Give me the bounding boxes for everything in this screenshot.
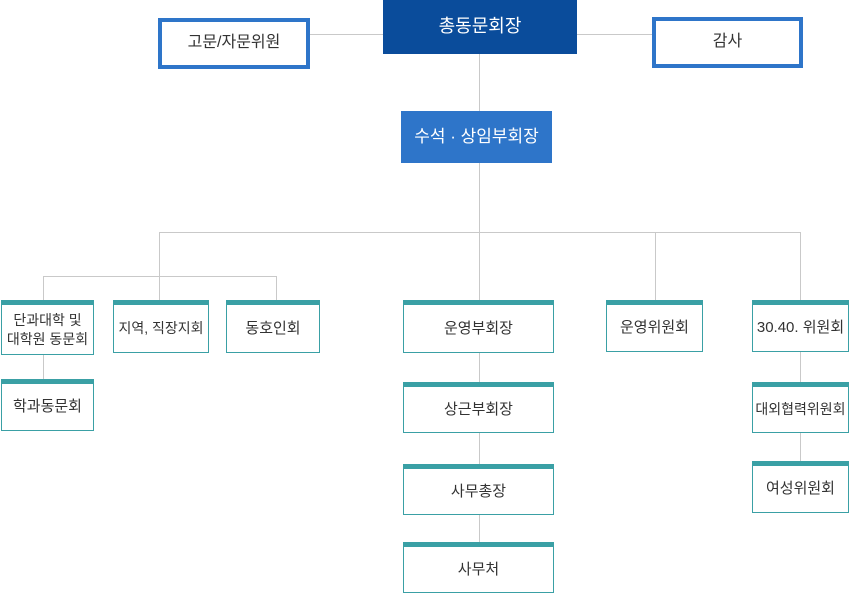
connector-chairman-auditor: [577, 34, 652, 35]
org-node-advisors-label: 고문/자문위원: [187, 34, 281, 52]
org-node-standing-vice-chairman: 상근부회장: [403, 382, 554, 433]
org-node-standing-vice-chairman-label: 상근부회장: [443, 400, 513, 418]
org-node-operating-committee-label: 운영위원회: [619, 319, 689, 337]
org-node-secretariat: 사무처: [403, 542, 554, 593]
org-node-women-committee: 여성위원회: [752, 461, 849, 513]
org-node-clubs-label: 동호인회: [245, 319, 301, 337]
connector-mainline-leftbranch: [159, 232, 160, 300]
org-node-chairman-label: 총동문회장: [438, 16, 522, 37]
connector-opvice-standing: [479, 353, 480, 382]
org-node-dept-alumni-label: 학과동문회: [12, 398, 82, 416]
connector-3040-external: [800, 352, 801, 382]
org-node-auditor: 감사: [652, 17, 803, 68]
connector-main-horizontal: [159, 232, 801, 233]
connector-mainline-3040: [800, 232, 801, 300]
org-node-external-cooperation-committee: 대외협력위원회: [752, 382, 849, 433]
connector-college-dept: [43, 355, 44, 379]
connector-subline-college: [43, 276, 44, 300]
connector-external-women: [800, 433, 801, 461]
org-node-women-committee-label: 여성위원회: [765, 480, 835, 498]
connector-mainline-opcommittee: [655, 232, 656, 300]
org-node-external-cooperation-committee-label: 대외협력위원회: [755, 401, 846, 418]
connector-mainline-opvice: [479, 232, 480, 300]
connector-standing-secgeneral: [479, 433, 480, 464]
org-node-secretariat-label: 사무처: [457, 560, 500, 578]
org-node-clubs: 동호인회: [226, 300, 320, 353]
org-node-3040-committee-label: 30.40. 위원회: [756, 319, 845, 337]
connector-seniorvice-mainline: [479, 163, 480, 232]
org-node-regional-branch: 지역, 직장지회: [113, 300, 209, 353]
org-node-regional-branch-label: 지역, 직장지회: [118, 320, 204, 337]
org-node-secretary-general: 사무총장: [403, 464, 554, 515]
org-node-senior-vice-chairman-label: 수석 · 상임부회장: [414, 126, 539, 146]
org-node-operating-vice-chairman: 운영부회장: [403, 300, 554, 353]
org-node-secretary-general-label: 사무총장: [450, 482, 507, 500]
org-node-senior-vice-chairman: 수석 · 상임부회장: [401, 111, 552, 163]
org-node-operating-committee: 운영위원회: [606, 300, 703, 352]
connector-subline-clubs: [276, 276, 277, 300]
connector-advisors-chairman: [310, 34, 383, 35]
org-node-chairman: 총동문회장: [383, 0, 577, 54]
org-node-dept-alumni: 학과동문회: [1, 379, 94, 431]
org-node-3040-committee: 30.40. 위원회: [752, 300, 849, 352]
connector-sub-horizontal: [43, 276, 277, 277]
org-node-college-alumni: 단과대학 및 대학원 동문회: [1, 300, 94, 355]
org-node-operating-vice-chairman-label: 운영부회장: [443, 319, 513, 337]
connector-chairman-seniorvice: [479, 54, 480, 111]
org-node-advisors: 고문/자문위원: [158, 18, 310, 69]
org-node-college-alumni-label: 단과대학 및 대학원 동문회: [6, 312, 89, 347]
connector-secgeneral-secretariat: [479, 515, 480, 542]
org-node-auditor-label: 감사: [712, 33, 743, 51]
